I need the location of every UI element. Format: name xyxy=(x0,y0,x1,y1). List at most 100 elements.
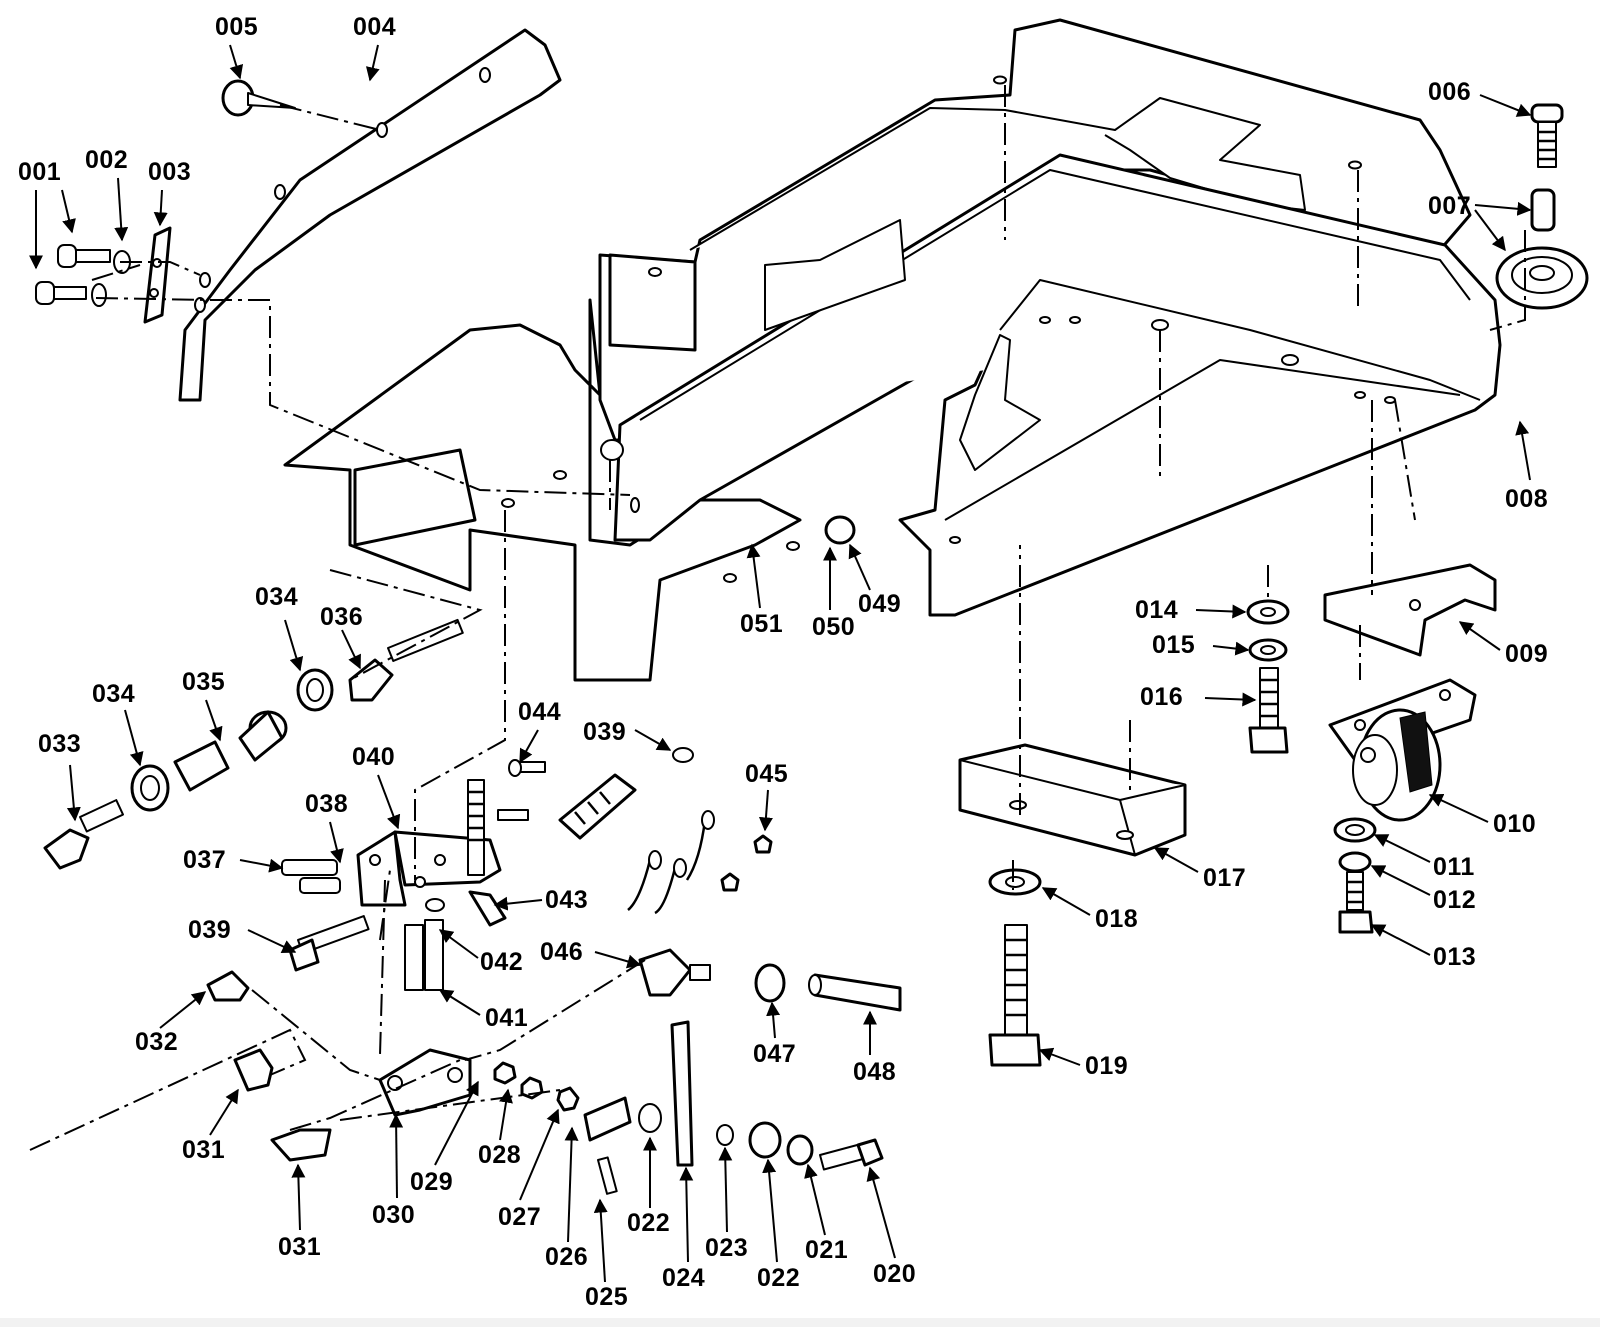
leader-arrow-044 xyxy=(519,729,539,764)
leader-arrow-049 xyxy=(848,543,871,591)
label-part-030: 030 xyxy=(372,1201,416,1229)
label-part-024: 024 xyxy=(662,1264,706,1292)
label-part-022-a: 022 xyxy=(627,1209,671,1237)
label-part-039-a: 039 xyxy=(188,916,232,944)
label-part-041: 041 xyxy=(485,1004,529,1032)
leader-arrow-006 xyxy=(1479,94,1532,117)
label-part-001: 001 xyxy=(18,158,62,186)
leader-arrow-039b xyxy=(634,729,672,751)
leader-arrow-033 xyxy=(66,764,81,822)
label-part-011: 011 xyxy=(1433,853,1475,881)
label-part-025: 025 xyxy=(585,1283,629,1311)
leader-arrow-011 xyxy=(1373,834,1431,863)
label-part-013: 013 xyxy=(1433,943,1477,971)
lower-linkage xyxy=(206,970,884,1195)
label-part-031-b: 031 xyxy=(278,1233,322,1261)
leader-arrow-012 xyxy=(1370,865,1431,896)
mount-plate xyxy=(143,226,172,324)
leader-arrow-030 xyxy=(389,1113,404,1199)
leader-arrow-018 xyxy=(1041,887,1091,916)
leader-arrow-046 xyxy=(594,951,642,969)
label-part-033: 033 xyxy=(38,730,82,758)
rail-bracket xyxy=(178,28,562,402)
switch-bracket xyxy=(281,747,773,991)
label-part-022-b: 022 xyxy=(757,1264,801,1292)
label-part-051: 051 xyxy=(740,610,784,638)
center-lines xyxy=(29,85,1526,1151)
under-base-fittings xyxy=(600,439,856,545)
label-part-003: 003 xyxy=(148,158,192,186)
leader-arrow-027 xyxy=(519,1108,560,1201)
leader-arrow-010 xyxy=(1428,793,1489,823)
leader-arrow-031b xyxy=(291,1163,306,1231)
leader-arrow-043 xyxy=(493,896,543,911)
label-part-005: 005 xyxy=(215,13,259,41)
label-part-008: 008 xyxy=(1505,485,1549,513)
label-part-026: 026 xyxy=(545,1243,589,1271)
label-part-019: 019 xyxy=(1085,1052,1129,1080)
label-part-016: 016 xyxy=(1140,683,1184,711)
leader-arrow-051 xyxy=(746,543,761,609)
leader-arrow-003 xyxy=(153,189,168,227)
label-part-006: 006 xyxy=(1428,78,1472,106)
label-part-050: 050 xyxy=(812,613,856,641)
label-part-038: 038 xyxy=(305,790,349,818)
leader-arrow-016 xyxy=(1204,692,1257,707)
machine-base xyxy=(283,18,1502,682)
leader-arrow-038 xyxy=(329,821,344,864)
leader-arrow-028 xyxy=(499,1088,513,1141)
center-bolt-set xyxy=(1246,599,1290,754)
label-part-027: 027 xyxy=(498,1203,542,1231)
label-part-012: 012 xyxy=(1433,886,1477,914)
label-part-036: 036 xyxy=(320,603,364,631)
label-part-046: 046 xyxy=(540,938,584,966)
leader-arrow-036 xyxy=(341,629,361,670)
label-part-004: 004 xyxy=(353,13,397,41)
label-part-014: 014 xyxy=(1135,596,1179,624)
leader-arrow-034a xyxy=(124,709,144,767)
label-part-037: 037 xyxy=(183,846,227,874)
leader-lines xyxy=(29,44,1532,1283)
leader-arrow-041 xyxy=(438,989,481,1016)
leader-arrow-045 xyxy=(758,789,773,832)
label-part-029: 029 xyxy=(410,1168,454,1196)
leader-arrow-021 xyxy=(804,1163,826,1236)
label-part-034-b: 034 xyxy=(255,583,299,611)
leader-arrow-047 xyxy=(766,1001,781,1039)
label-part-049: 049 xyxy=(858,590,902,618)
leader-arrow-015 xyxy=(1212,641,1250,656)
label-part-040: 040 xyxy=(352,743,396,771)
leader-arrow-002 xyxy=(114,177,129,242)
label-part-028: 028 xyxy=(478,1141,522,1169)
leader-arrow-019 xyxy=(1038,1047,1081,1066)
label-part-035: 035 xyxy=(182,668,226,696)
label-part-048: 048 xyxy=(853,1058,897,1086)
leader-arrow-034b xyxy=(284,619,304,672)
leader-arrow-035 xyxy=(205,699,223,742)
leader-arrow-020 xyxy=(866,1166,896,1259)
leader-arrow-017 xyxy=(1153,847,1199,873)
foot-block xyxy=(958,743,1187,1067)
leader-arrow-025 xyxy=(593,1198,608,1283)
label-part-010: 010 xyxy=(1493,810,1537,838)
label-part-044: 044 xyxy=(518,698,562,726)
label-part-043: 043 xyxy=(545,886,589,914)
leader-arrow-039a xyxy=(247,929,297,953)
label-part-020: 020 xyxy=(873,1260,917,1288)
label-part-031-a: 031 xyxy=(182,1136,226,1164)
leader-arrow-031a xyxy=(209,1088,239,1136)
label-part-015: 015 xyxy=(1152,631,1196,659)
label-part-017: 017 xyxy=(1203,864,1247,892)
leader-arrow-029 xyxy=(434,1080,479,1166)
label-part-023: 023 xyxy=(705,1234,749,1262)
leader-arrow-032 xyxy=(159,991,207,1029)
label-part-032: 032 xyxy=(135,1028,179,1056)
leader-arrow-042 xyxy=(438,929,479,959)
leader-arrow-037 xyxy=(239,858,284,873)
leader-arrow-026 xyxy=(564,1126,579,1243)
top-wheel-assembly xyxy=(1495,103,1589,310)
leader-arrow-001 xyxy=(61,189,76,234)
label-part-045: 045 xyxy=(745,760,789,788)
label-part-034-a: 034 xyxy=(92,680,136,708)
